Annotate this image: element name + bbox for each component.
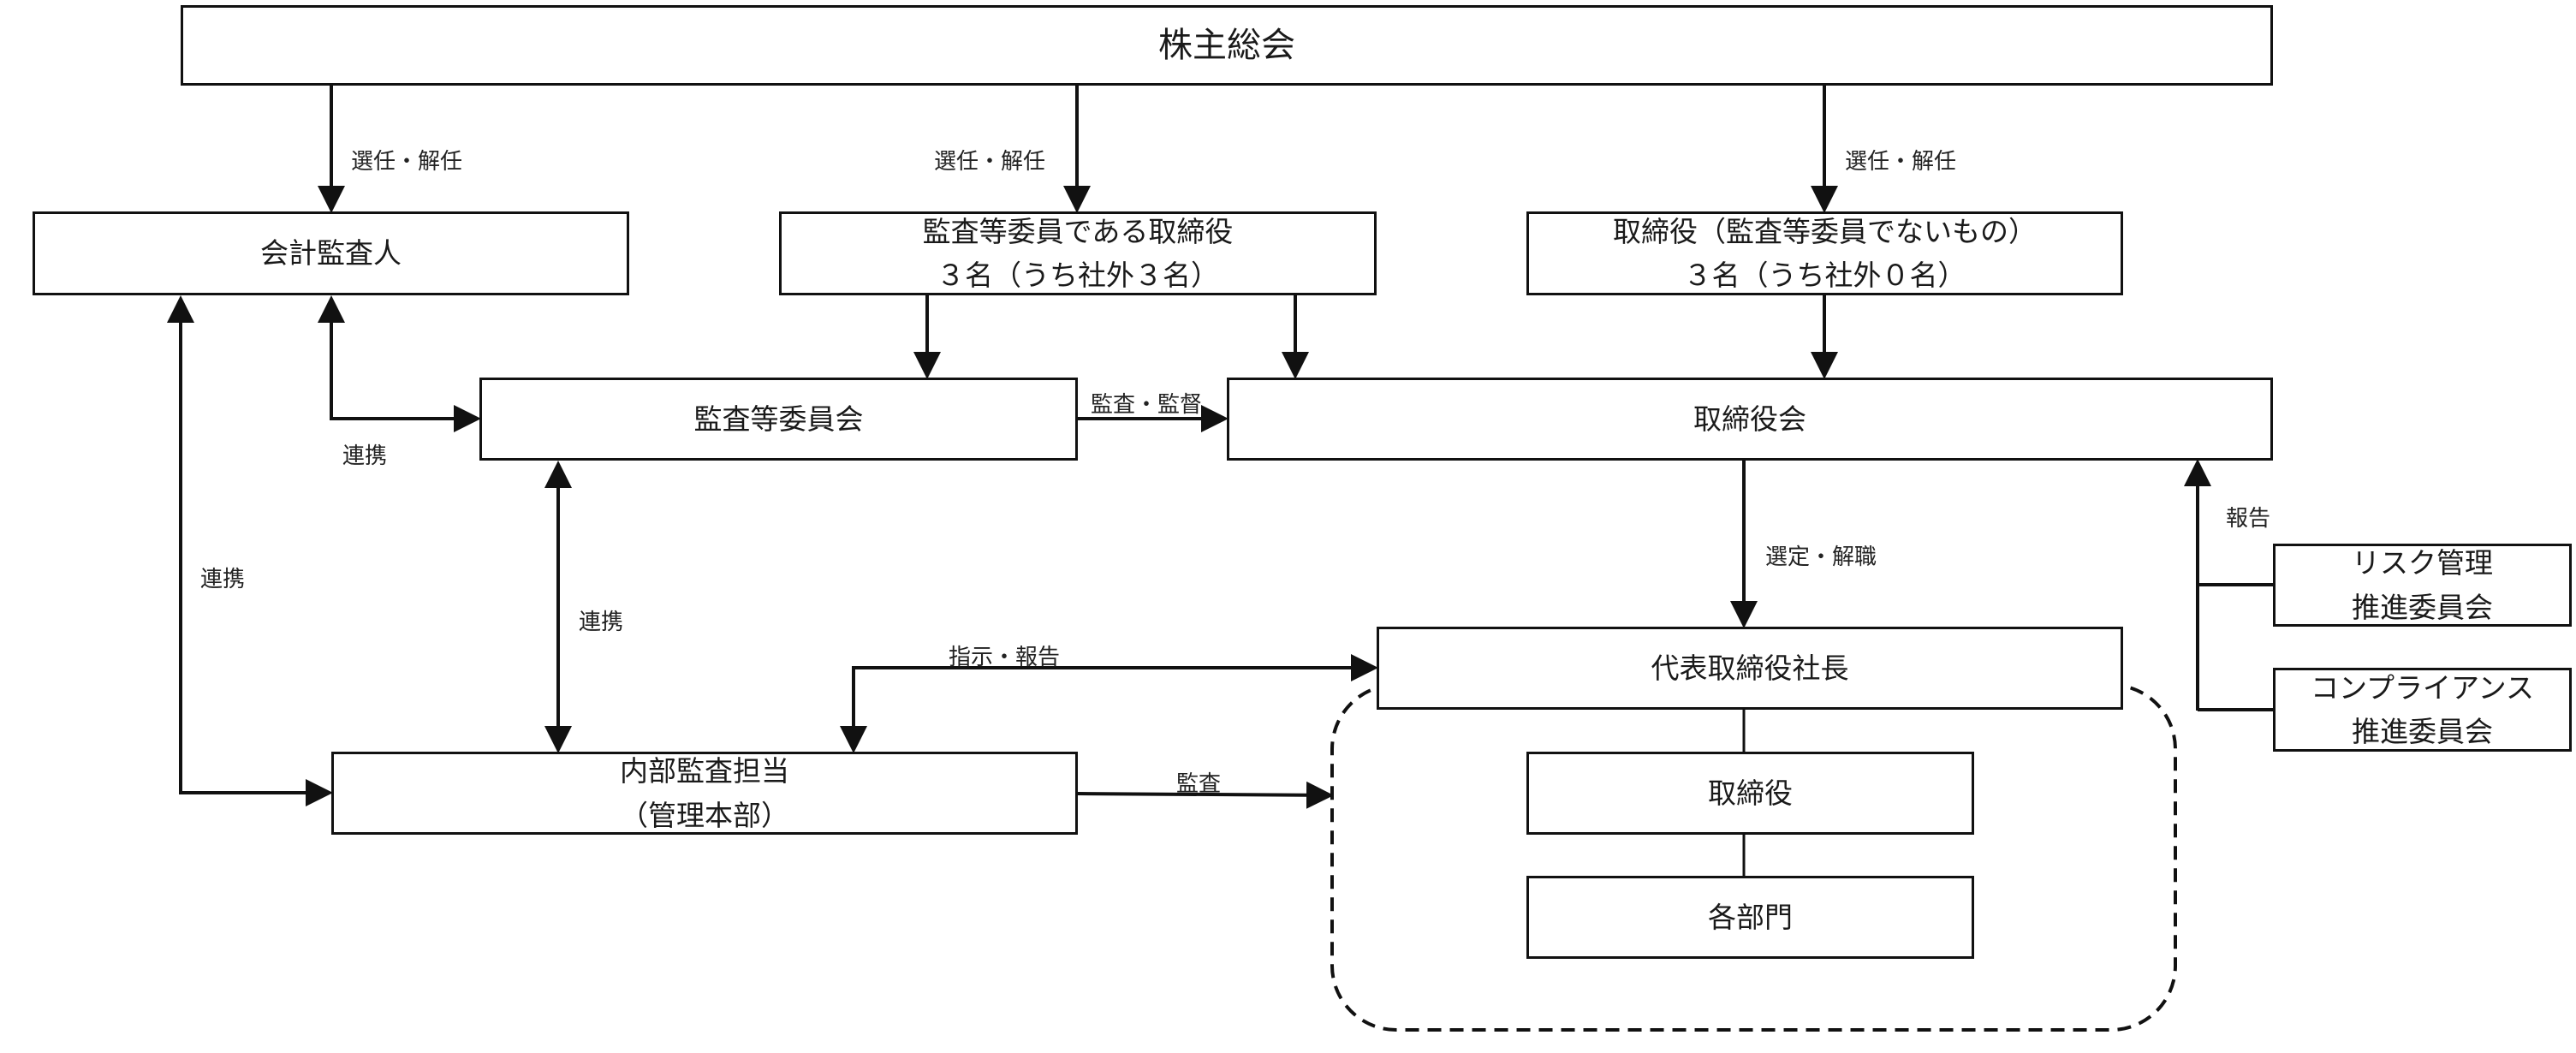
node-audit-committee-directors: 監査等委員である取締役 ３名（うち社外３名） (779, 211, 1377, 295)
node-label: リスク管理 (2352, 546, 2493, 580)
node-label: コンプライアンス (2310, 670, 2535, 705)
edge-instruct-report (840, 654, 1378, 753)
node-audit-committee: 監査等委員会 (479, 378, 1078, 461)
node-non-audit-directors: 取締役（監査等委員でないもの） ３名（うち社外０名） (1526, 211, 2123, 295)
label-report: 報告 (2226, 506, 2271, 532)
node-president: 代表取締役社長 (1377, 627, 2123, 710)
edge-coop-auditor-committee (318, 295, 481, 432)
label-appoint-audit-directors: 選任・解任 (934, 149, 1046, 175)
node-internal-audit: 内部監査担当 （管理本部） (331, 752, 1078, 835)
node-sublabel: 推進委員会 (2352, 590, 2493, 624)
node-label: 内部監査担当 (620, 754, 789, 788)
label-audit: 監査 (1176, 771, 1222, 797)
execution-group-outline (1330, 683, 2177, 1032)
node-label: 取締役 (1708, 776, 1793, 810)
label-coop-auditor-internal: 連携 (200, 567, 246, 592)
label-select-dismiss: 選定・解職 (1765, 544, 1877, 570)
node-label: 監査等委員である取締役 (922, 214, 1234, 248)
label-coop-auditor-committee: 連携 (342, 443, 388, 469)
node-departments: 各部門 (1526, 876, 1974, 959)
node-label: 各部門 (1708, 900, 1793, 934)
node-label: 株主総会 (1158, 26, 1295, 65)
node-sublabel: ３名（うち社外３名） (937, 259, 1219, 292)
label-coop-committee-internal: 連携 (579, 610, 624, 635)
node-board-of-directors: 取締役会 (1227, 378, 2273, 461)
label-appoint-auditor: 選任・解任 (351, 149, 463, 175)
node-directors: 取締役 (1526, 752, 1974, 835)
node-sublabel: （管理本部） (620, 798, 789, 832)
edge-coop-auditor-internal (167, 295, 333, 806)
node-compliance-committee: コンプライアンス 推進委員会 (2273, 668, 2572, 752)
node-sublabel: ３名（うち社外０名） (1683, 259, 1966, 292)
node-risk-committee: リスク管理 推進委員会 (2273, 544, 2572, 627)
node-sublabel: 推進委員会 (2352, 715, 2493, 748)
label-audit-supervise: 監査・監督 (1091, 392, 1203, 418)
node-label: 監査等委員会 (693, 402, 864, 436)
node-label: 取締役（監査等委員でないもの） (1613, 214, 2037, 248)
edge-audit (1077, 781, 1334, 809)
node-label: 会計監査人 (260, 236, 402, 271)
label-appoint-directors: 選任・解任 (1845, 149, 1957, 175)
node-label: 代表取締役社長 (1651, 651, 1849, 685)
node-accounting-auditor: 会計監査人 (33, 211, 629, 295)
node-shareholders-meeting: 株主総会 (181, 5, 2273, 86)
label-instruct-report: 指示・報告 (949, 645, 1061, 670)
node-label: 取締役会 (1693, 402, 1806, 436)
